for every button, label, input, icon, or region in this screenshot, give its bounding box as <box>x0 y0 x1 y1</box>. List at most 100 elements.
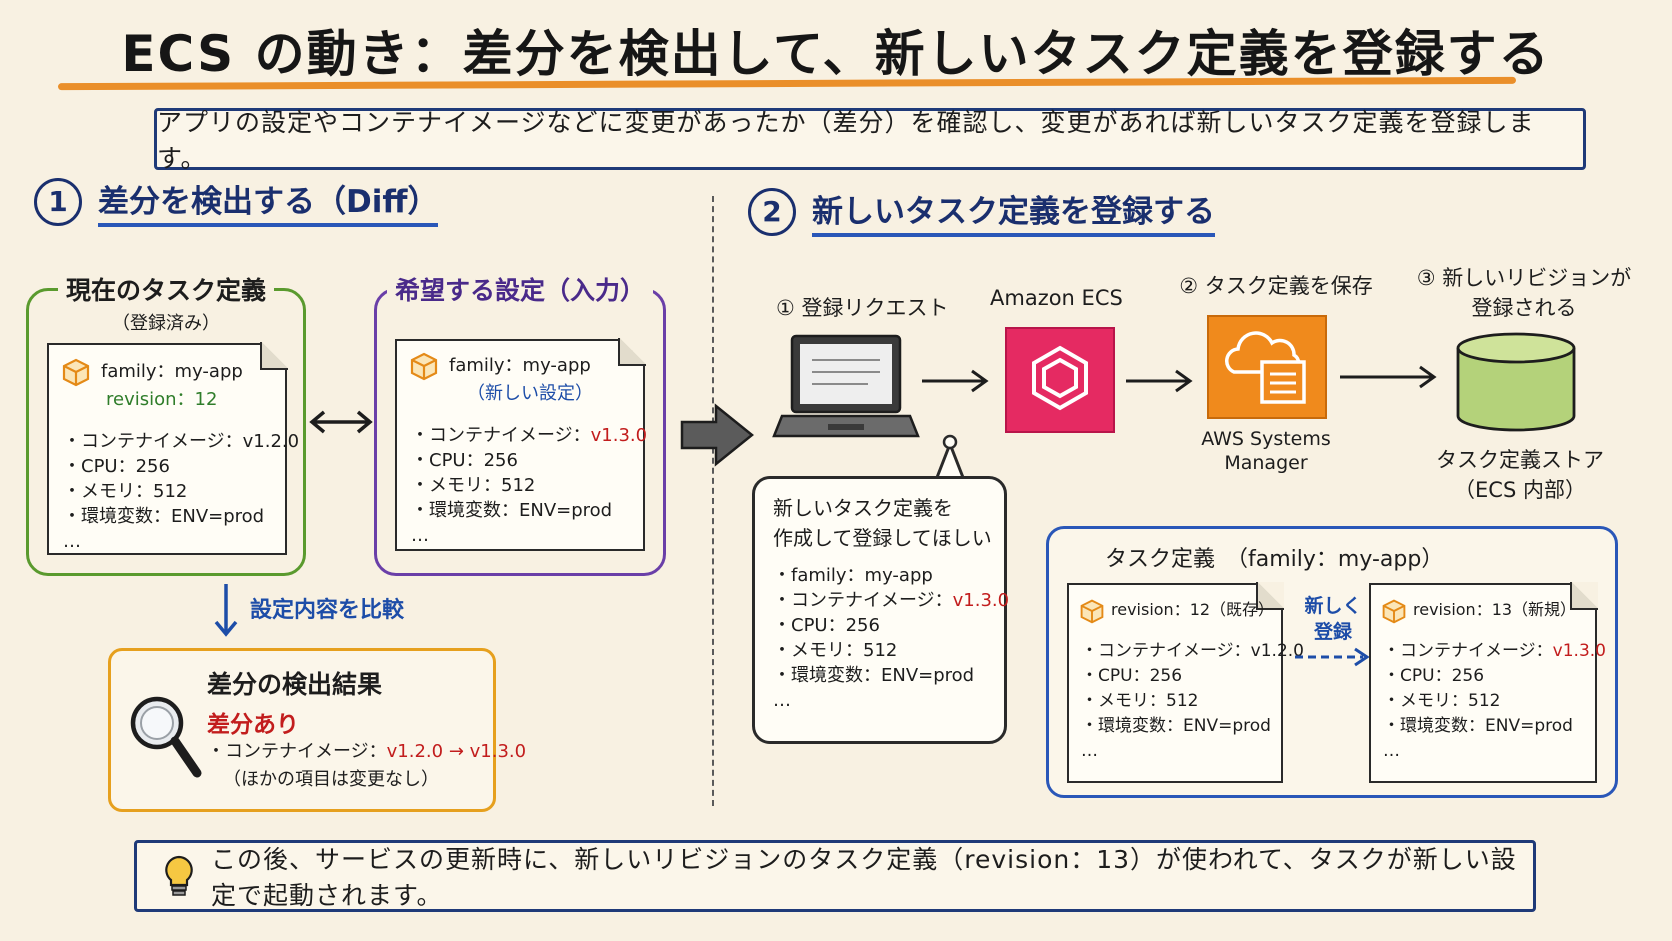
current-row: … <box>63 531 81 552</box>
new-revision-doc: revision：13（新規） ・コンテナイメージ：v1.3.0 ・CPU：25… <box>1369 582 1606 783</box>
taskdef-title: タスク定義 （family：my-app） <box>1105 547 1444 572</box>
arrow-right-icon <box>1126 369 1193 393</box>
magnifier-icon <box>130 696 202 778</box>
desired-row: … <box>411 525 429 546</box>
desired-image-value: v1.3.0 <box>590 425 648 446</box>
request-row: ・環境変数：ENV=prod <box>773 665 975 686</box>
current-family: family：my-app <box>101 361 243 382</box>
page-fold <box>260 342 288 370</box>
section1-header: 1 差分を検出する（Diff） <box>34 176 439 227</box>
laptop-icon <box>772 334 920 438</box>
new-row: ・メモリ：512 <box>1383 691 1501 711</box>
desired-settings-doc: family：my-app （新しい設定） ・コンテナイメージ：v1.3.0 ・… <box>395 338 648 551</box>
current-row: ・メモリ：512 <box>63 481 188 502</box>
result-title: 差分の検出結果 <box>207 670 383 699</box>
step3-label-2: 登録される <box>1471 296 1577 320</box>
request-row: … <box>773 690 791 711</box>
compare-label: 設定内容を比較 <box>250 598 405 623</box>
new-row: ・CPU：256 <box>1383 666 1485 686</box>
old-row: … <box>1081 741 1098 761</box>
request-line-1: 新しいタスク定義を <box>773 496 953 520</box>
current-taskdef-title: 現在のタスク定義 <box>57 276 274 305</box>
intro-text: アプリの設定やコンテナイメージなどに変更があったか（差分）を確認し、変更があれば… <box>154 108 1586 173</box>
new-image-label: ・コンテナイメージ： <box>1383 641 1553 661</box>
request-speech-bubble: 新しいタスク定義を 作成して登録してほしい ・family：my-app ・コン… <box>752 476 1010 744</box>
step3-label-1: ③ 新しいリビジョンが <box>1416 266 1632 290</box>
request-family: ・family：my-app <box>773 565 933 586</box>
new-image-value: v1.3.0 <box>1552 641 1606 661</box>
new-row: ・環境変数：ENV=prod <box>1383 716 1573 736</box>
request-image-value: v1.3.0 <box>952 590 1010 611</box>
request-line-2: 作成して登録してほしい <box>773 526 992 550</box>
desired-row: ・CPU：256 <box>411 450 518 471</box>
compare-double-arrow-icon <box>309 410 373 434</box>
current-row: ・CPU：256 <box>63 456 170 477</box>
ssm-icon <box>1207 315 1327 419</box>
diff-result-box: 差分の検出結果 差分あり ・コンテナイメージ：v1.2.0 → v1.3.0 （… <box>108 648 526 812</box>
new-row: … <box>1383 741 1400 761</box>
old-revision-label: revision：12（既存） <box>1111 600 1275 619</box>
ecs-icon <box>1005 327 1115 433</box>
ecs-label: Amazon ECS <box>990 286 1123 310</box>
step2-label: ② タスク定義を保存 <box>1179 274 1373 298</box>
box-icon <box>1080 599 1104 623</box>
old-row: ・環境変数：ENV=prod <box>1081 716 1271 736</box>
ssm-label-1: AWS Systems <box>1201 428 1331 450</box>
current-row: ・環境変数：ENV=prod <box>63 506 265 527</box>
desired-row: ・環境変数：ENV=prod <box>411 500 613 521</box>
database-icon <box>1456 332 1576 432</box>
current-revision: revision：12 <box>106 389 218 410</box>
footer-note-box: この後、サービスの更新時に、新しいリビジョンのタスク定義（revision：13… <box>134 840 1536 912</box>
footer-text: この後、サービスの更新時に、新しいリビジョンのタスク定義（revision：13… <box>211 845 1517 910</box>
section2-number: 2 <box>748 187 796 236</box>
request-row: ・メモリ：512 <box>773 640 898 661</box>
request-row: ・CPU：256 <box>773 615 880 636</box>
lightbulb-icon <box>165 855 193 896</box>
desired-row: ・メモリ：512 <box>411 475 536 496</box>
page-fold <box>1570 582 1598 610</box>
down-arrow-icon <box>214 584 238 637</box>
section1-number: 1 <box>34 177 82 226</box>
result-note: （ほかの項目は変更なし） <box>223 769 439 790</box>
result-status: 差分あり <box>207 712 299 738</box>
current-row: ・コンテナイメージ：v1.2.0 <box>63 431 300 452</box>
box-icon <box>410 352 438 381</box>
current-taskdef-doc: family：my-app revision：12 ・コンテナイメージ：v1.2… <box>47 342 299 555</box>
page-fold <box>618 338 646 366</box>
box-icon <box>62 358 90 387</box>
section2-title: 新しいタスク定義を登録する <box>812 186 1215 237</box>
old-row: ・メモリ：512 <box>1081 691 1199 711</box>
page-fold <box>1256 582 1284 610</box>
result-diff-value: v1.2.0 → v1.3.0 <box>386 741 527 762</box>
request-image-label: ・コンテナイメージ： <box>773 590 953 611</box>
result-diff-label: ・コンテナイメージ： <box>207 741 387 762</box>
box-icon <box>1382 599 1406 623</box>
desired-family: family：my-app <box>449 355 591 376</box>
section2-header: 2 新しいタスク定義を登録する <box>748 186 1215 237</box>
taskdef-revisions-frame: タスク定義 （family：my-app） revision：12（既存） ・コ… <box>1046 526 1618 798</box>
current-taskdef-subtitle: （登録済み） <box>112 313 220 334</box>
ssm-label-2: Manager <box>1224 452 1308 474</box>
new-register-label-1: 新しく <box>1304 595 1362 617</box>
current-taskdef-frame: 現在のタスク定義 （登録済み） family：my-app revision：1… <box>26 276 306 576</box>
desired-image-label: ・コンテナイメージ： <box>411 425 591 446</box>
old-revision-doc: revision：12（既存） ・コンテナイメージ：v1.2.0 ・CPU：25… <box>1067 582 1304 783</box>
dashed-arrow-icon <box>1295 647 1370 667</box>
speech-bubble-tail <box>933 434 967 482</box>
old-row: ・CPU：256 <box>1081 666 1183 686</box>
big-right-arrow-icon <box>680 403 754 467</box>
section1-title: 差分を検出する（Diff） <box>98 176 439 227</box>
store-label-2: （ECS 内部） <box>1454 478 1586 502</box>
old-row: ・コンテナイメージ：v1.2.0 <box>1081 641 1304 661</box>
desired-settings-title: 希望する設定（入力） <box>386 276 653 305</box>
step1-label: ① 登録リクエスト <box>776 296 949 320</box>
new-revision-label: revision：13（新規） <box>1413 600 1577 619</box>
arrow-right-icon <box>1340 365 1437 389</box>
new-register-label-2: 登録 <box>1313 621 1352 643</box>
desired-note: （新しい設定） <box>467 383 593 404</box>
store-label-1: タスク定義ストア <box>1436 448 1604 472</box>
desired-settings-frame: 希望する設定（入力） family：my-app （新しい設定） ・コンテナイメ… <box>374 276 666 576</box>
section-divider <box>712 196 714 806</box>
page-title: ECS の動き：差分を検出して、新しいタスク定義を登録する <box>121 25 1551 83</box>
arrow-right-icon <box>922 369 989 393</box>
